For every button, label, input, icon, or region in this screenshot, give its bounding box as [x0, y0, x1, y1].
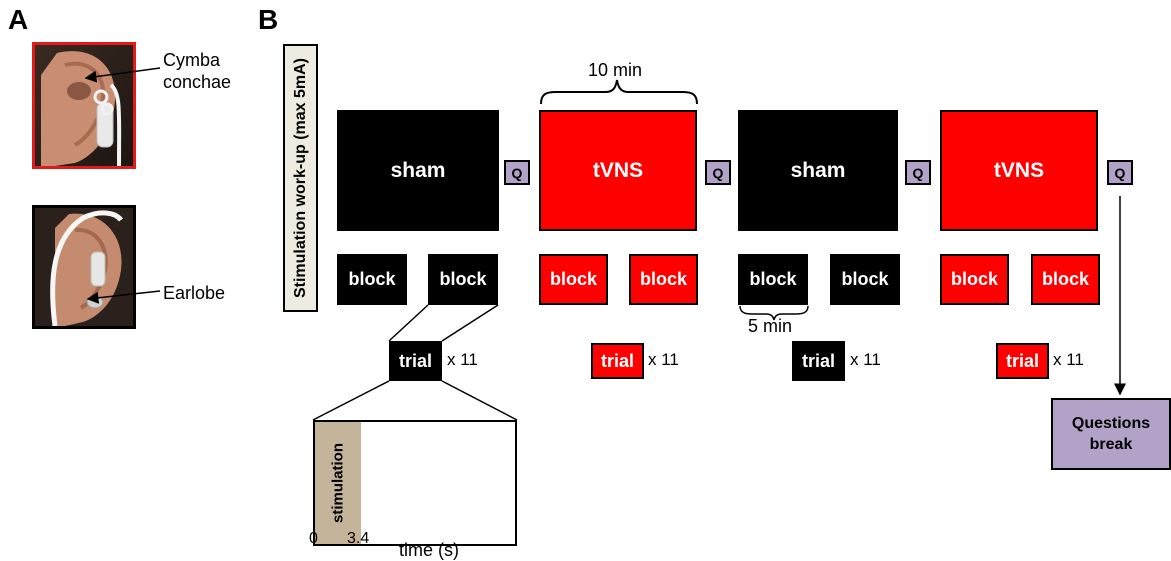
block-sham-1b: block [428, 254, 498, 305]
session-sham-2: sham [738, 110, 898, 231]
zoom-line-block-left [389, 305, 428, 341]
trial-multiplier-2: x 11 [648, 350, 679, 370]
panel-b-letter: B [258, 6, 278, 34]
session-label: sham [791, 159, 846, 183]
block-sham-1a: block [337, 254, 407, 305]
trial-sham-2: trial [792, 341, 845, 381]
zoom-line-trial-right [442, 381, 517, 420]
trial-multiplier-1: x 11 [447, 350, 478, 370]
trial-tvns-1: trial [591, 343, 644, 379]
duration-5min-label: 5 min [748, 316, 792, 337]
block-tvns-1b: block [629, 254, 698, 305]
label-cymba-line2: conchae [163, 72, 231, 93]
time-axis-label: time (s) [399, 540, 459, 561]
block-sham-2a: block [738, 254, 808, 305]
questions-break-line2: break [1090, 434, 1133, 455]
session-label: sham [391, 159, 446, 183]
zoom-line-block-right [442, 305, 498, 341]
stimulation-workup-box: Stimulation work-up (max 5mA) [283, 44, 318, 312]
duration-10min-label: 10 min [588, 60, 642, 81]
label-cymba-line1: Cymba [163, 50, 220, 71]
block-tvns-2a: block [940, 254, 1009, 305]
block-tvns-1a: block [539, 254, 608, 305]
tick-3-4: 3.4 [347, 530, 369, 548]
tick-0: 0 [309, 530, 318, 548]
brace-10min [541, 80, 697, 104]
session-sham-1: sham [337, 110, 499, 231]
stimulation-period: stimulation [315, 422, 361, 544]
panel-a-letter: A [8, 6, 28, 34]
trial-timeline: stimulation [313, 420, 517, 546]
workup-label: Stimulation work-up (max 5mA) [292, 58, 310, 298]
block-tvns-2b: block [1031, 254, 1100, 305]
trial-tvns-2: trial [996, 343, 1049, 379]
block-sham-2b: block [830, 254, 900, 305]
trial-multiplier-4: x 11 [1053, 350, 1084, 370]
ear-photo-cymba [32, 42, 136, 169]
session-tvns-1: tVNS [539, 110, 697, 231]
stimulation-label: stimulation [330, 443, 347, 523]
q-box-2: Q [705, 160, 731, 185]
questions-break-line1: Questions [1072, 413, 1150, 434]
questions-break-box: Questions break [1051, 398, 1171, 470]
q-box-1: Q [504, 160, 530, 185]
zoom-line-trial-left [313, 381, 389, 420]
session-tvns-2: tVNS [940, 110, 1098, 231]
ear-photo-earlobe [32, 205, 136, 329]
q-box-3: Q [905, 160, 931, 185]
label-earlobe: Earlobe [163, 283, 225, 304]
session-label: tVNS [994, 159, 1044, 183]
trial-multiplier-3: x 11 [850, 350, 881, 370]
trial-sham-1: trial [389, 341, 442, 381]
session-label: tVNS [593, 159, 643, 183]
q-box-4: Q [1107, 160, 1133, 185]
